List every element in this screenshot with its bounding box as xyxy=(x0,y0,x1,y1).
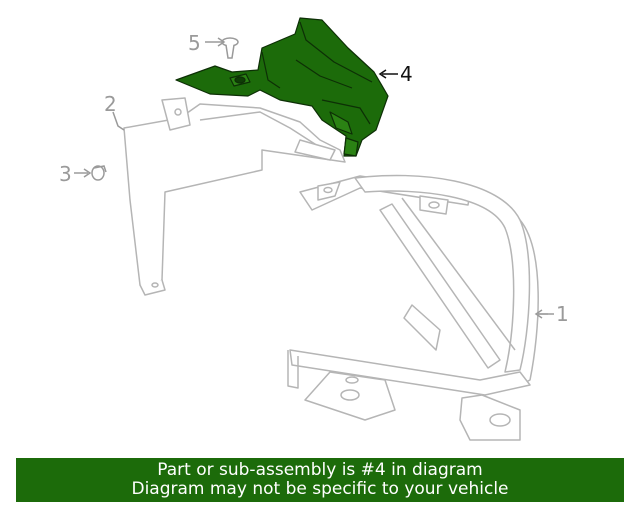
leader-line-part-2 xyxy=(112,111,125,131)
part-1-support-frame xyxy=(287,174,548,441)
leader-arrow-part-1 xyxy=(534,309,543,319)
leader-arrow-part-5 xyxy=(217,37,226,47)
banner-line-2: Diagram may not be specific to your vehi… xyxy=(131,479,509,499)
info-banner: Part or sub-assembly is #4 in diagram Di… xyxy=(16,458,624,502)
callout-part-5: 5 xyxy=(188,31,201,55)
callout-part-1: 1 xyxy=(556,302,569,326)
banner-line-1: Part or sub-assembly is #4 in diagram xyxy=(157,460,483,480)
part-5-retainer-pin xyxy=(221,37,239,59)
leader-lines xyxy=(74,37,554,319)
leader-arrow-part-3 xyxy=(83,168,92,178)
leader-arrow-part-4 xyxy=(378,69,387,79)
part-4-air-deflector xyxy=(175,17,389,157)
callout-part-3: 3 xyxy=(59,162,72,186)
part-2-deflector-bracket xyxy=(123,97,346,296)
part-3-clip xyxy=(91,165,107,181)
callout-part-2: 2 xyxy=(104,92,117,116)
callout-part-4: 4 xyxy=(400,62,413,86)
